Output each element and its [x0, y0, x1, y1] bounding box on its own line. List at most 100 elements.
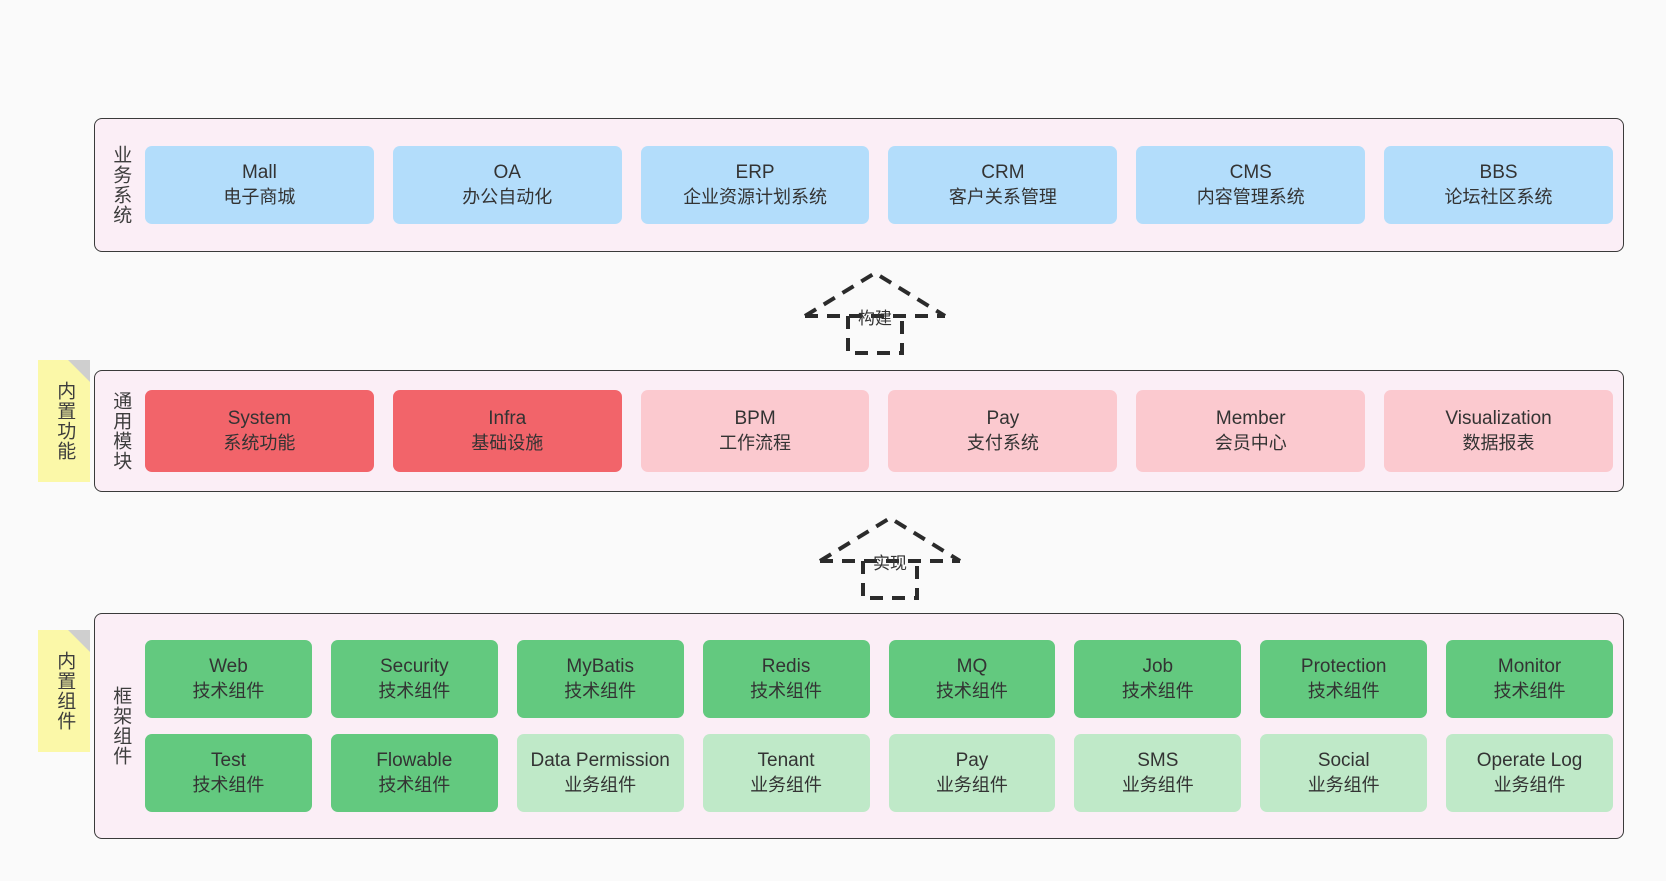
sticky-note-label: 内置功能: [54, 381, 76, 461]
card-social[interactable]: Social 业务组件: [1260, 734, 1428, 812]
card-mall[interactable]: Mall 电子商城: [145, 146, 374, 224]
card-title-en: Social: [1317, 750, 1370, 772]
card-row: Mall 电子商城 OA 办公自动化 ERP 企业资源计划系统 CRM 客户关系…: [145, 146, 1613, 224]
card-title-cn: 支付系统: [966, 432, 1039, 453]
card-title-cn: 技术组件: [1493, 680, 1566, 701]
card-title-cn: 技术组件: [378, 680, 451, 701]
card-title-en: Data Permission: [530, 750, 670, 772]
arrow-build: 构建: [800, 268, 950, 356]
sticky-note-builtin-components: 内置组件: [38, 630, 90, 752]
card-title-cn: 客户关系管理: [948, 186, 1057, 207]
card-title-en: OA: [493, 162, 521, 184]
note-fold-corner-icon: [68, 360, 90, 382]
card-title-en: SMS: [1137, 750, 1179, 772]
card-title-cn: 技术组件: [378, 774, 451, 795]
card-job[interactable]: Job 技术组件: [1074, 640, 1242, 718]
note-fold-corner-icon: [68, 630, 90, 652]
card-title-cn: 技术组件: [192, 680, 265, 701]
card-title-cn: 业务组件: [935, 774, 1008, 795]
card-title-en: BBS: [1479, 162, 1518, 184]
card-title-en: Pay: [986, 408, 1020, 430]
band-title-business-systems: 业务系统: [110, 145, 132, 225]
card-title-cn: 论坛社区系统: [1444, 186, 1553, 207]
card-title-en: ERP: [735, 162, 775, 184]
card-member[interactable]: Member 会员中心: [1136, 390, 1366, 472]
card-protection[interactable]: Protection 技术组件: [1260, 640, 1428, 718]
band-business-systems: 业务系统 Mall 电子商城 OA 办公自动化 ERP 企业资源计划系统 CRM…: [94, 118, 1624, 252]
arrow-label-implement: 实现: [873, 554, 907, 573]
card-test[interactable]: Test 技术组件: [145, 734, 312, 812]
sticky-note-builtin-features: 内置功能: [38, 360, 90, 482]
card-title-en: MQ: [956, 656, 988, 678]
card-erp[interactable]: ERP 企业资源计划系统: [640, 146, 870, 224]
card-crm[interactable]: CRM 客户关系管理: [888, 146, 1118, 224]
card-bpm[interactable]: BPM 工作流程: [640, 390, 870, 472]
card-cms[interactable]: CMS 内容管理系统: [1136, 146, 1366, 224]
card-title-en: Redis: [761, 656, 811, 678]
card-title-en: Member: [1215, 408, 1286, 430]
band-title-framework-components: 框架组件: [110, 686, 132, 766]
band-body-framework-components: Web 技术组件 Security 技术组件 MyBatis 技术组件 Redi…: [145, 614, 1623, 838]
card-flowable[interactable]: Flowable 技术组件: [330, 734, 498, 812]
card-title-en: Monitor: [1497, 656, 1562, 678]
arrow-label-build: 构建: [858, 309, 892, 328]
card-title-cn: 基础设施: [471, 432, 544, 453]
band-body-business-systems: Mall 电子商城 OA 办公自动化 ERP 企业资源计划系统 CRM 客户关系…: [145, 119, 1623, 251]
card-system[interactable]: System 系统功能: [145, 390, 374, 472]
card-title-cn: 数据报表: [1462, 432, 1535, 453]
card-mq[interactable]: MQ 技术组件: [888, 640, 1056, 718]
card-mybatis[interactable]: MyBatis 技术组件: [516, 640, 684, 718]
card-row: Test 技术组件 Flowable 技术组件 Data Permission …: [145, 734, 1613, 812]
sticky-note-label: 内置组件: [54, 651, 76, 731]
card-title-en: Pay: [955, 750, 989, 772]
band-common-modules: 通用模块 System 系统功能 Infra 基础设施 BPM 工作流程 Pay…: [94, 370, 1624, 492]
card-title-cn: 电子商城: [223, 186, 296, 207]
band-framework-components: 框架组件 Web 技术组件 Security 技术组件 MyBatis 技术组件…: [94, 613, 1624, 839]
card-title-en: Test: [211, 750, 246, 772]
card-title-cn: 业务组件: [1493, 774, 1566, 795]
card-title-en: Infra: [488, 408, 527, 430]
card-title-cn: 业务组件: [1121, 774, 1194, 795]
card-title-cn: 内容管理系统: [1196, 186, 1305, 207]
card-visualization[interactable]: Visualization 数据报表: [1384, 390, 1613, 472]
card-title-en: Tenant: [757, 750, 815, 772]
card-sms[interactable]: SMS 业务组件: [1074, 734, 1242, 812]
card-title-cn: 业务组件: [564, 774, 637, 795]
card-title-cn: 技术组件: [935, 680, 1008, 701]
card-title-cn: 技术组件: [1307, 680, 1380, 701]
card-title-en: Mall: [241, 162, 277, 184]
card-row: System 系统功能 Infra 基础设施 BPM 工作流程 Pay 支付系统…: [145, 390, 1613, 472]
card-title-cn: 技术组件: [564, 680, 637, 701]
card-title-cn: 技术组件: [1121, 680, 1194, 701]
card-title-cn: 技术组件: [192, 774, 265, 795]
card-pay-component[interactable]: Pay 业务组件: [888, 734, 1056, 812]
arrow-implement: 实现: [815, 513, 965, 601]
card-title-en: MyBatis: [566, 656, 634, 678]
card-title-cn: 业务组件: [1307, 774, 1380, 795]
card-pay[interactable]: Pay 支付系统: [888, 390, 1118, 472]
card-operate-log[interactable]: Operate Log 业务组件: [1446, 734, 1613, 812]
card-bbs[interactable]: BBS 论坛社区系统: [1384, 146, 1613, 224]
card-redis[interactable]: Redis 技术组件: [702, 640, 870, 718]
card-security[interactable]: Security 技术组件: [330, 640, 498, 718]
card-title-cn: 系统功能: [223, 432, 296, 453]
card-title-en: Job: [1142, 656, 1174, 678]
card-title-en: Web: [209, 656, 248, 678]
card-title-cn: 会员中心: [1214, 432, 1287, 453]
card-monitor[interactable]: Monitor 技术组件: [1446, 640, 1613, 718]
card-title-cn: 业务组件: [750, 774, 823, 795]
card-web[interactable]: Web 技术组件: [145, 640, 312, 718]
band-body-common-modules: System 系统功能 Infra 基础设施 BPM 工作流程 Pay 支付系统…: [145, 371, 1623, 491]
card-title-en: BPM: [734, 408, 776, 430]
card-title-en: Operate Log: [1476, 750, 1583, 772]
card-title-cn: 办公自动化: [462, 186, 553, 207]
card-title-cn: 工作流程: [719, 432, 792, 453]
card-infra[interactable]: Infra 基础设施: [392, 390, 622, 472]
card-data-permission[interactable]: Data Permission 业务组件: [516, 734, 684, 812]
card-tenant[interactable]: Tenant 业务组件: [702, 734, 870, 812]
card-oa[interactable]: OA 办公自动化: [392, 146, 622, 224]
card-title-en: Security: [379, 656, 449, 678]
card-title-en: System: [227, 408, 292, 430]
card-title-en: CRM: [981, 162, 1025, 184]
